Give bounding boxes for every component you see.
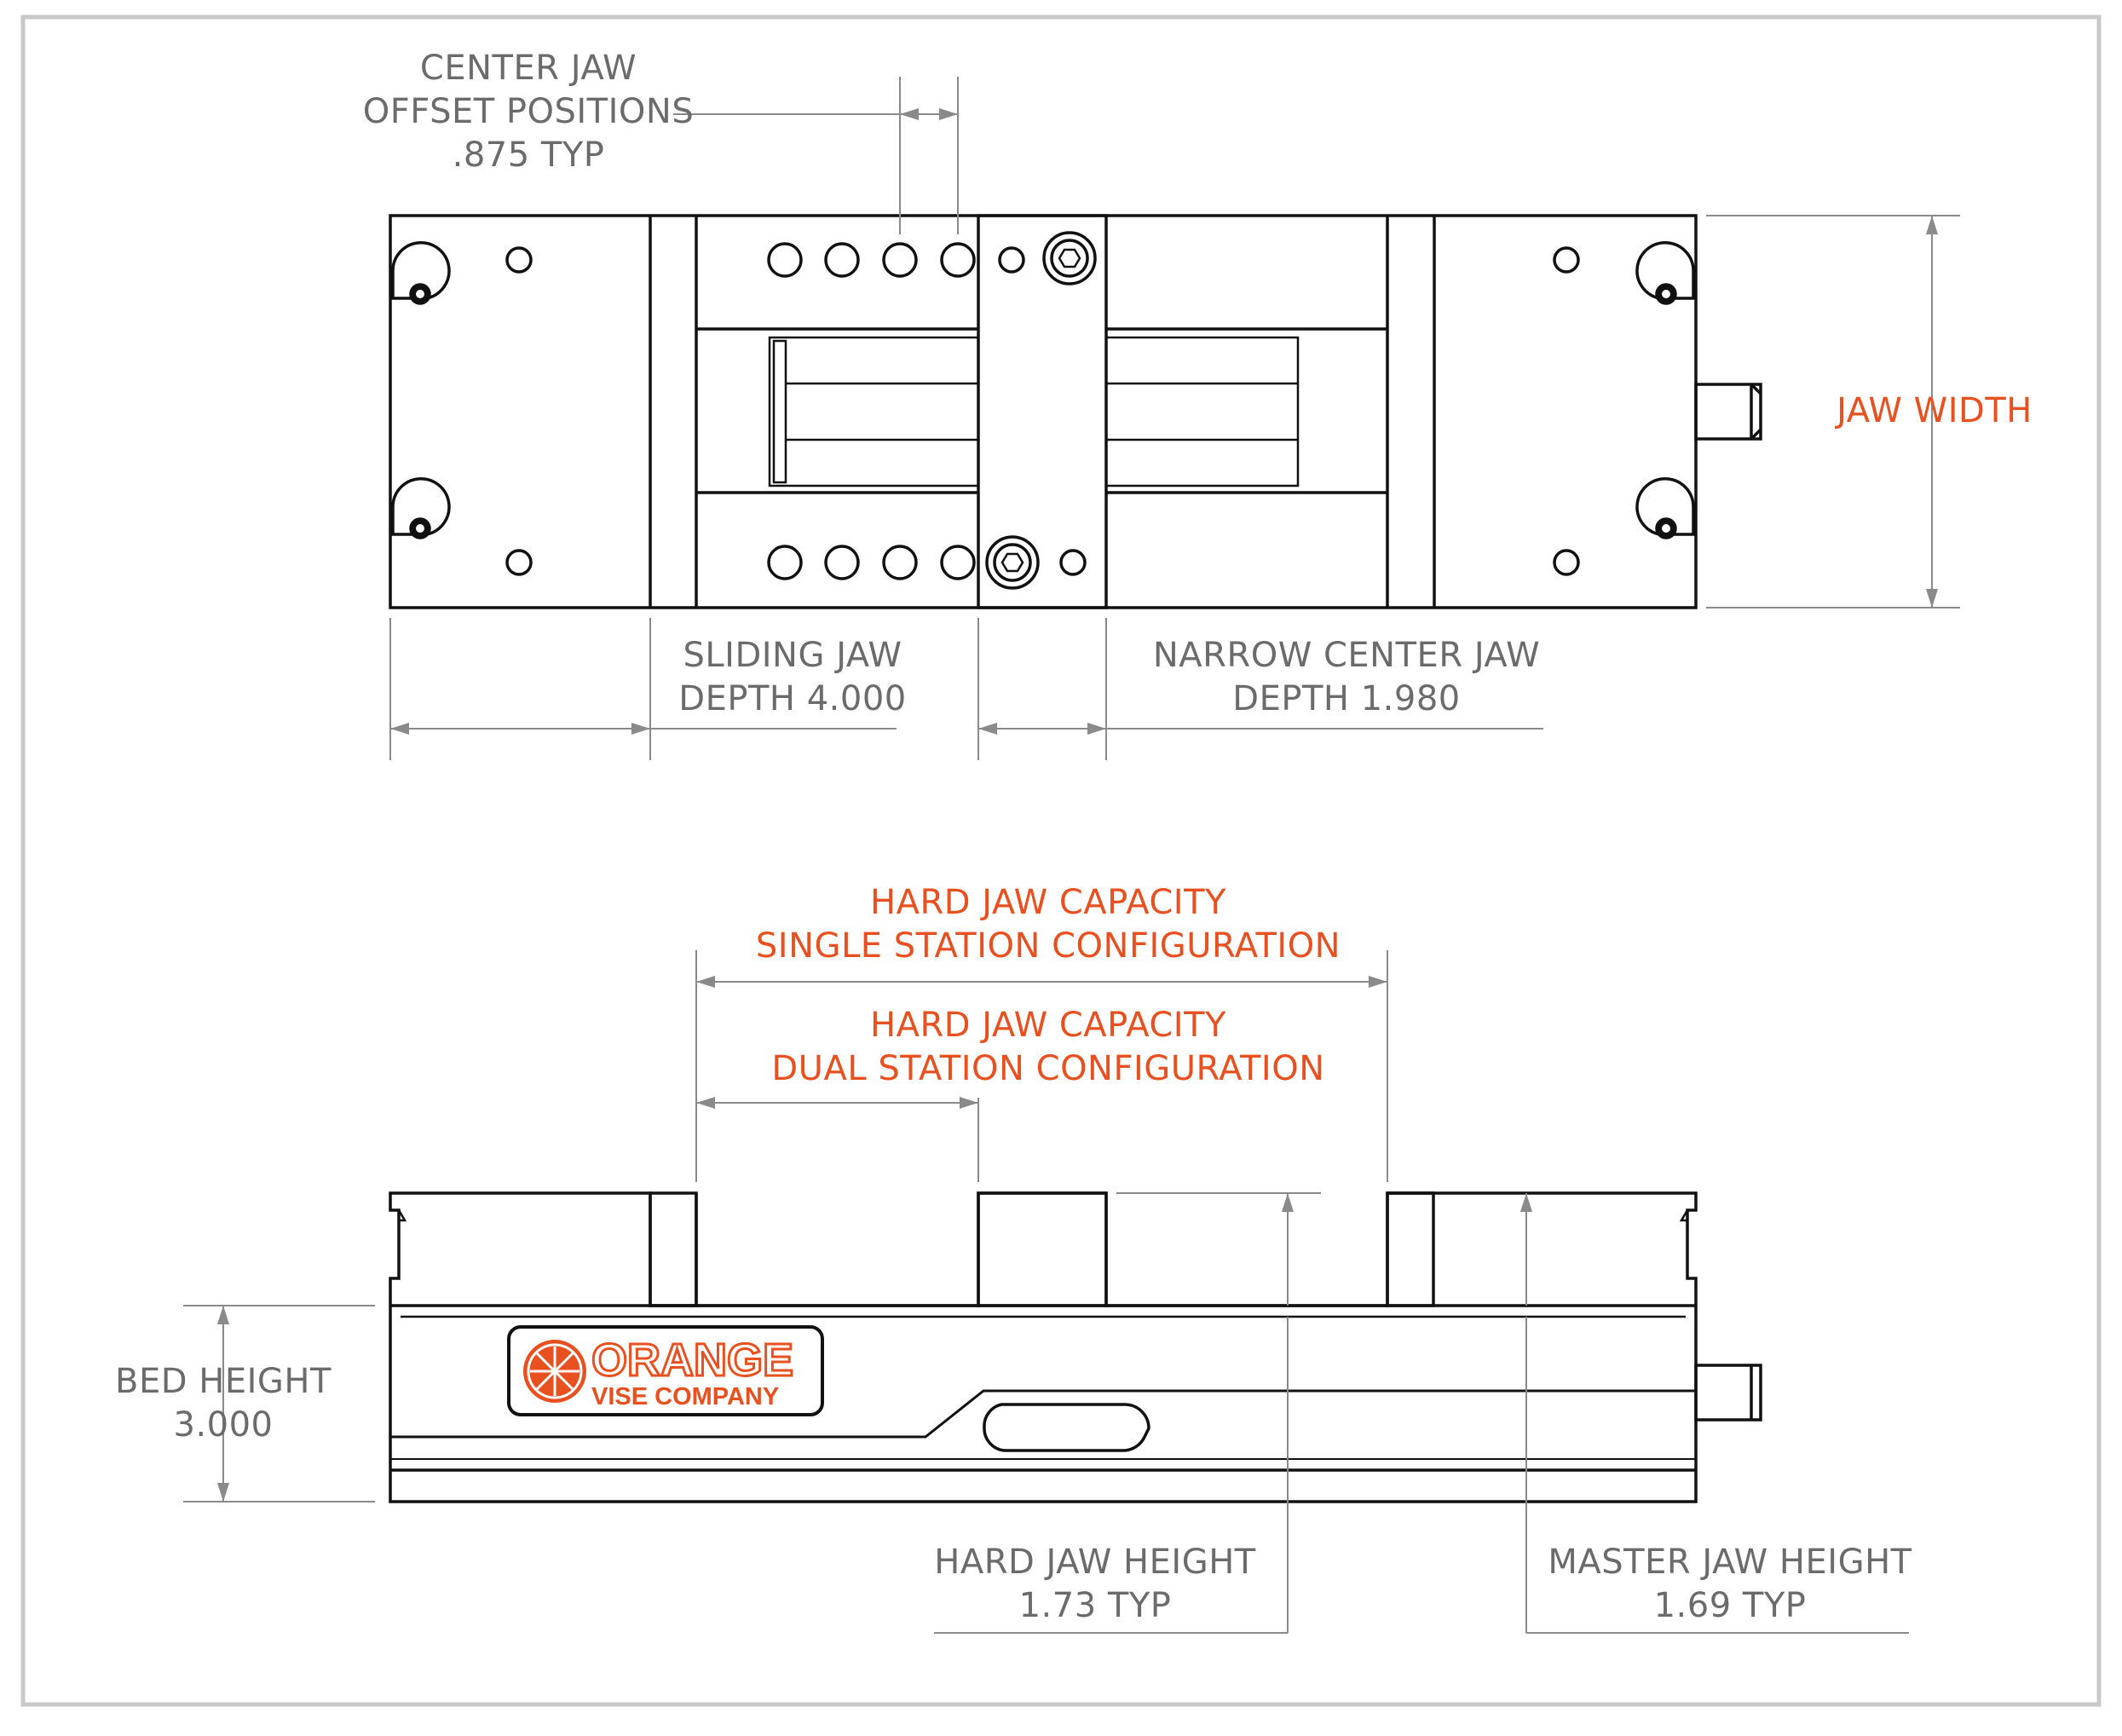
narrow-center-jaw-line2: DEPTH 1.980 xyxy=(1232,679,1461,718)
logo-word-orange: ORANGE xyxy=(591,1335,793,1386)
sliding-jaw-line2: DEPTH 4.000 xyxy=(678,679,907,718)
mounting-holes xyxy=(505,246,1580,576)
vise-body-top xyxy=(389,214,1698,609)
jaw-width-text: JAW WIDTH xyxy=(1837,391,2033,430)
logo-word-vise-company: VISE COMPANY xyxy=(591,1383,779,1410)
master-jaw-height-label: MASTER JAW HEIGHT 1.69 TYP xyxy=(1534,1541,1926,1628)
center-jaw-offset-line2: OFFSET POSITIONS xyxy=(362,92,695,131)
narrow-center-jaw-line1: NARROW CENTER JAW xyxy=(1152,636,1541,675)
bed-height-label: BED HEIGHT 3.000 xyxy=(95,1360,351,1447)
sliding-jaw-label: SLIDING JAW DEPTH 4.000 xyxy=(622,634,963,721)
center-jaw-top xyxy=(977,214,1108,609)
orange-vise-logo: ORANGE VISE COMPANY xyxy=(507,1325,824,1416)
hard-jaw-height-line1: HARD JAW HEIGHT xyxy=(934,1543,1256,1582)
center-jaw-offset-line3: .875 TYP xyxy=(452,136,605,175)
master-jaw-height-line1: MASTER JAW HEIGHT xyxy=(1548,1543,1912,1582)
jaw-width-label: JAW WIDTH xyxy=(1815,389,2054,433)
hard-jaw-height-line2: 1.73 TYP xyxy=(1018,1586,1172,1625)
master-jaw-height-line2: 1.69 TYP xyxy=(1653,1586,1807,1625)
narrow-center-jaw-label: NARROW CENTER JAW DEPTH 1.980 xyxy=(1112,634,1581,721)
offset-position-holes xyxy=(767,242,976,580)
top-dimensions xyxy=(389,77,1960,760)
hard-jaw-height-label: HARD JAW HEIGHT 1.73 TYP xyxy=(920,1541,1270,1628)
single-station-line1: HARD JAW CAPACITY xyxy=(870,883,1226,922)
sliding-jaw-line1: SLIDING JAW xyxy=(683,636,902,675)
dual-station-capacity-label: HARD JAW CAPACITY DUAL STATION CONFIGURA… xyxy=(707,1004,1389,1091)
top-view xyxy=(389,214,1762,609)
bed-height-line2: 3.000 xyxy=(173,1405,274,1445)
side-dimensions xyxy=(183,950,1909,1634)
hard-jaw-center xyxy=(977,1191,1108,1307)
socket-bolts xyxy=(985,231,1097,590)
drawing-border xyxy=(20,14,2102,1707)
side-slot xyxy=(983,1403,1150,1452)
dual-station-line2: DUAL STATION CONFIGURATION xyxy=(771,1049,1325,1088)
drive-screw-side xyxy=(1694,1364,1762,1422)
hard-jaw-right xyxy=(1386,1191,1435,1307)
dual-station-line1: HARD JAW CAPACITY xyxy=(870,1006,1226,1045)
bed-height-line1: BED HEIGHT xyxy=(115,1362,332,1401)
center-jaw-offset-line1: CENTER JAW xyxy=(419,49,637,88)
center-jaw-offset-label: CENTER JAW OFFSET POSITIONS .875 TYP xyxy=(358,47,699,177)
drive-screw-top xyxy=(1694,383,1762,441)
hard-jaw-left xyxy=(649,1191,698,1307)
side-view xyxy=(389,1191,1762,1503)
single-station-line2: SINGLE STATION CONFIGURATION xyxy=(755,926,1341,966)
single-station-capacity-label: HARD JAW CAPACITY SINGLE STATION CONFIGU… xyxy=(707,881,1389,968)
edge-clamps xyxy=(391,241,1695,539)
